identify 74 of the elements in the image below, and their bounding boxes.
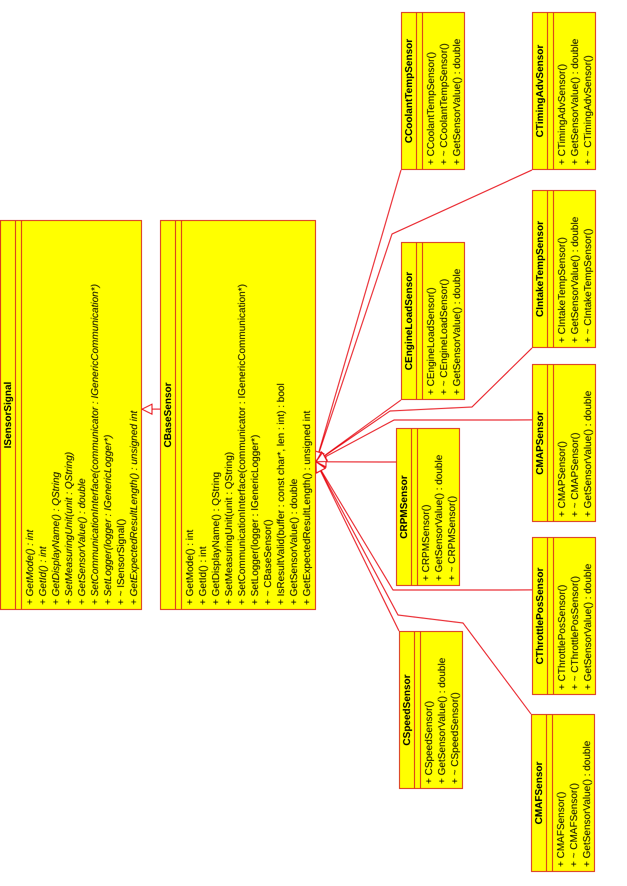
method-text: + IsResultValid(buffer : const char*, len : int) : bool (275, 383, 288, 605)
class-box (532, 12, 596, 170)
method-text: + GetSensorValue() : double (582, 390, 595, 517)
method-text: + GetDisplayName() : QString (50, 472, 63, 605)
class-box (401, 12, 465, 170)
method-text: + GetSensorValue() : double (569, 216, 582, 343)
method-text: + ~ CEngineLoadSensor() (438, 278, 451, 395)
method-text: + GetSensorValue() : double (581, 740, 594, 867)
method-text: + SetCommunicationInterface(communicator : IGenericCommunication*) (236, 284, 249, 605)
inheritance-arrow (142, 404, 160, 415)
method-text: + GetSensorValue() : double (582, 564, 595, 690)
inheritance-arrow (316, 461, 532, 714)
method-text: + CSpeedSensor() (423, 700, 436, 784)
method-text: + ~ CRPMSensor() (446, 496, 459, 581)
method-text: + CMAPSensor() (556, 441, 569, 517)
class-name: CBaseSensor (162, 382, 174, 448)
inheritance-arrow (316, 348, 532, 462)
class-name: CTimingAdvSensor (534, 44, 546, 138)
inheritance-arrow (316, 419, 532, 462)
class-box (531, 714, 595, 872)
method-text: + CEngineLoadSensor() (425, 287, 438, 395)
class-name: CSpeedSensor (400, 674, 414, 746)
method-text: + GetDisplayName() : QString (210, 472, 223, 605)
class-box (532, 364, 596, 522)
method-text: + CMAFSensor() (555, 792, 568, 867)
class-box (396, 428, 460, 586)
method-text: + ~ CBaseSensor() (262, 519, 275, 605)
method-text: + GetMode() : int (184, 530, 197, 605)
method-text: + GetSensorValue() : double (436, 658, 449, 784)
method-text: + SetLogger(logger : IGenericLogger*) (249, 434, 262, 605)
method-text: + GetSensorValue() : double (433, 454, 446, 581)
method-text: + GetSensorValue() : double (288, 478, 301, 605)
class-name: CMAPSensor (534, 411, 546, 475)
method-text: + GetSensorValue() : double (451, 38, 464, 165)
method-text: + SetMeasuringUnit(unit : QString) (223, 452, 236, 605)
class-box (160, 220, 316, 610)
method-text: + GetMode() : int (24, 530, 37, 605)
method-text: + ~ CMAPSensor() (569, 432, 582, 517)
method-text: + GetId() : int (37, 546, 50, 605)
method-text: + ~ CMAFSensor() (568, 783, 581, 867)
class-name: CIntakeTempSensor (534, 221, 546, 317)
class-box (532, 190, 596, 348)
method-text: + SetLogger(logger : IGenericLogger*) (102, 434, 115, 605)
method-text: + CThrottlePosSensor() (556, 584, 569, 690)
class-name: CEngineLoadSensor (402, 272, 416, 370)
method-text: + CRPMSensor() (420, 504, 433, 581)
class-name: ISensorSignal (2, 382, 14, 448)
method-text: + GetSensorValue() : double (451, 268, 464, 395)
method-text: + SetMeasuringUnit(unit : QString) (63, 452, 76, 605)
method-text: + CIntakeTempSensor() (556, 237, 569, 343)
class-name: CMAFSensor (532, 762, 546, 824)
method-text: + ~ CSpeedSensor() (449, 692, 462, 784)
method-text: + CCoolantTempSensor() (425, 52, 438, 165)
method-text: + ~ CTimingAdvSensor() (582, 55, 595, 165)
method-text: + ~ CCoolantTempSensor() (438, 43, 451, 165)
class-name: CRPMSensor (398, 475, 410, 539)
method-text: + GetId() : int (197, 546, 210, 605)
class-box (0, 220, 142, 610)
class-box (401, 242, 465, 400)
class-name: CCoolantTempSensor (402, 38, 416, 144)
method-text: + CTimingAdvSensor() (556, 64, 569, 165)
method-text: + GetExpectedResultLength() : unsigned int (301, 410, 314, 605)
inheritance-arrow (316, 461, 532, 590)
method-text: + ~ ISensorSignal() (115, 518, 128, 605)
class-box (399, 631, 463, 789)
method-text: + GetExpectedResultLength() : unsigned int (128, 410, 141, 605)
method-text: + ~ CThrottlePosSensor() (569, 576, 582, 690)
class-name: CThrottlePosSensor (534, 568, 546, 664)
class-box (532, 537, 596, 695)
method-text: + SetCommunicationInterface(communicator : IGenericCommunication*) (89, 284, 102, 605)
inheritance-arrow (316, 456, 396, 468)
method-text: + ~ CIntakeTempSensor() (582, 228, 595, 343)
method-text: + GetSensorValue() : double (76, 478, 89, 605)
method-text: + GetSensorValue() : double (569, 38, 582, 165)
